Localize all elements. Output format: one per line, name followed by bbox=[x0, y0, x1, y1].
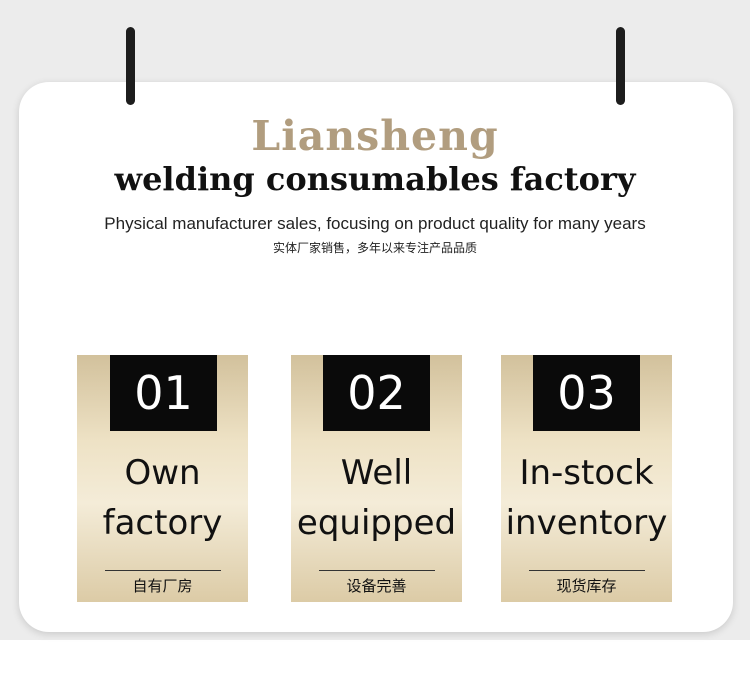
feature-card-in-stock-inventory: 03 In-stock inventory 现货库存 bbox=[501, 355, 672, 602]
headline: welding consumables factory bbox=[114, 160, 636, 198]
feature-title-line2: inventory bbox=[505, 503, 668, 543]
brand-name: Liansheng bbox=[251, 112, 499, 160]
background-lower bbox=[0, 640, 750, 697]
feature-card-well-equipped: 02 Well equipped 设备完善 bbox=[291, 355, 462, 602]
feature-title-line2: factory bbox=[102, 503, 223, 543]
feature-divider bbox=[105, 570, 221, 571]
right-hanger-bar bbox=[616, 27, 625, 105]
subtitle-english: Physical manufacturer sales, focusing on… bbox=[104, 214, 646, 233]
feature-title-line1: In-stock bbox=[519, 453, 654, 493]
feature-divider bbox=[529, 570, 645, 571]
subtitle-chinese: 实体厂家销售，多年以来专注产品品质 bbox=[272, 241, 477, 255]
feature-number-badge: 01 bbox=[110, 355, 217, 431]
feature-number-badge: 03 bbox=[533, 355, 640, 431]
feature-number-badge: 02 bbox=[323, 355, 430, 431]
feature-title-line1: Well bbox=[340, 453, 413, 493]
feature-label-chinese: 现货库存 bbox=[556, 577, 617, 595]
feature-divider bbox=[319, 570, 435, 571]
feature-label-chinese: 自有厂房 bbox=[132, 577, 193, 595]
feature-title-line1: Own bbox=[124, 453, 201, 493]
feature-title-line2: equipped bbox=[296, 503, 457, 543]
feature-label-chinese: 设备完善 bbox=[346, 577, 407, 595]
feature-card-own-factory: 01 Own factory 自有厂房 bbox=[77, 355, 248, 602]
left-hanger-bar bbox=[126, 27, 135, 105]
